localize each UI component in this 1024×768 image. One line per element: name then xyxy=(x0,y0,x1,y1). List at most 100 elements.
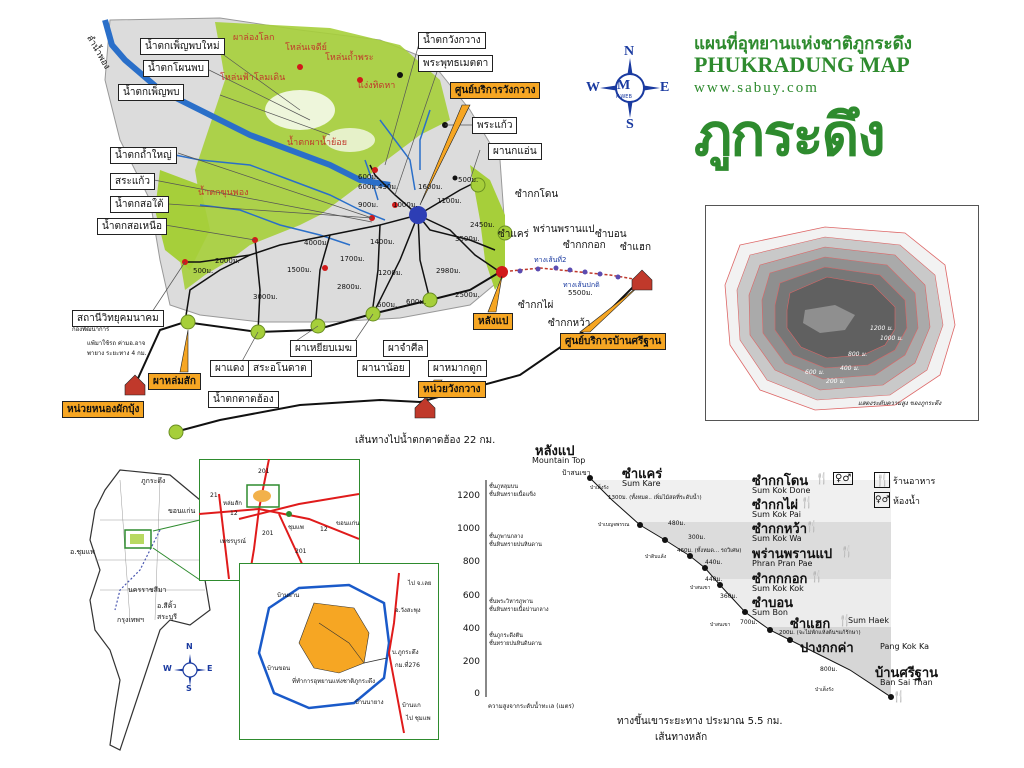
restaurant-icon: 🍴 xyxy=(838,614,852,627)
dist-label: 1500ม. xyxy=(287,266,312,274)
label-waterfall-phon-phob[interactable]: น้ำตกโผนพบ xyxy=(143,60,210,77)
logo-thai: ภูกระดึง xyxy=(694,101,886,169)
y-tick: 200 xyxy=(462,657,480,667)
road-label: 21 xyxy=(210,492,218,499)
ascent-stations xyxy=(517,265,621,280)
band-text: ชั้นทรายปนหินดินดาน xyxy=(489,641,542,647)
label-lang-pae[interactable]: หลังแป xyxy=(473,313,514,330)
label-sam-kare: ซำแคร่ xyxy=(498,229,529,240)
station-houses xyxy=(124,269,653,419)
inset-label: กม.ที่276 xyxy=(395,662,420,669)
label-waterfall-so-tai[interactable]: น้ำตกสอใต้ xyxy=(110,196,169,213)
label-pha-lom-sak[interactable]: ผาหล่มสัก xyxy=(148,373,201,390)
wang-kwang-center xyxy=(409,206,427,224)
zone-label: ป่าสนเขา xyxy=(710,622,731,628)
road-label: 201 xyxy=(262,530,274,537)
contour-label-1000: 1000 ม. xyxy=(880,335,904,342)
profile-caption-2: เส้นทางหลัก xyxy=(655,732,708,743)
label-lon-chedi: โหล่นเจดีย์ xyxy=(285,43,327,53)
station-sum-kok-kok: ซำกกกอก xyxy=(752,572,808,587)
band-text: ชั้นหินทรายเนื้อแข็ง xyxy=(489,492,536,498)
station-sum-kok-pai: ซำกกไผ่ xyxy=(752,498,799,513)
label-radio-station[interactable]: สถานีวิทยุคมนาคม xyxy=(72,310,164,327)
compass-e: E xyxy=(660,80,670,95)
label-sam-kok-wa: ซำกกหว้า xyxy=(548,318,591,329)
loc-label: นครราชสีมา xyxy=(128,586,167,594)
label-pha-yiap-mek[interactable]: ผาเหยียบเมฆ xyxy=(290,340,357,357)
label-waterfall-tat-hong[interactable]: น้ำตกตาดฮ้อง xyxy=(208,391,279,408)
station-sum-kok-done: ซำกกโดน xyxy=(752,474,809,489)
segment-label: 800ม. xyxy=(820,666,838,673)
label-sam-haek: ซำแฮก xyxy=(620,242,652,253)
segment-label: 700ม. xyxy=(740,619,758,626)
label-sa-kaeo[interactable]: สระแก้ว xyxy=(110,173,155,190)
green-patch-left xyxy=(155,170,210,270)
road-label: 201 xyxy=(258,468,270,475)
dist-label: 1400ม. xyxy=(370,238,395,246)
station-sum-haek: ซำแฮก xyxy=(790,617,831,632)
station-phran-pran-pae-en: Phran Pran Pae xyxy=(752,559,813,568)
station-sum-kare-en: Sum Kare xyxy=(622,479,661,488)
contour-label-1200: 1200 ม. xyxy=(870,325,894,332)
label-pha-na-noi[interactable]: ผานาน้อย xyxy=(357,360,410,377)
label-sam-kok-kok: ซำกกกอก xyxy=(563,240,606,251)
dist-label: 1700ม. xyxy=(340,255,365,263)
label-waterfall-so-nuea[interactable]: น้ำตกสอเหนือ xyxy=(97,218,167,235)
label-nong-phak-bung-unit[interactable]: หน่วยหนองผักบุ้ง xyxy=(62,401,145,418)
compass-brand: K-WEB xyxy=(616,94,632,100)
label-pha-jam-sin[interactable]: ผาจำศีล xyxy=(383,340,429,357)
segment-label: 360ม. xyxy=(720,593,738,600)
compass-small-e: E xyxy=(207,664,213,673)
label-waterfall-wang-kwang[interactable]: น้ำตกวังกวาง xyxy=(418,32,486,49)
dist-label: 2980ม. xyxy=(436,267,461,275)
compass-small xyxy=(174,654,206,686)
contour-label-800: 800 ม. xyxy=(848,351,868,358)
segment-label: 200ม. (จะไม่พักแห้งต้นฯแก้รักษา) xyxy=(779,630,861,636)
label-sa-anodat[interactable]: สระอโนดาต xyxy=(248,360,312,377)
lang-pae-point xyxy=(496,266,508,278)
station-mountain-top-en: Mountain Top xyxy=(532,456,586,465)
label-phran-pran-pae: พร่านพรานแป xyxy=(533,224,595,235)
road-map-inset xyxy=(199,459,360,581)
station-pang-kok-ka: ปางกกค่า xyxy=(800,641,854,656)
black-points xyxy=(397,72,458,181)
legend-toilet-icon: ♀♂ xyxy=(874,492,890,508)
road-label: 12 xyxy=(230,510,238,517)
y-axis-label: ความสูงจากระดับน้ำทะเล (เมตร) xyxy=(488,703,575,710)
label-ban-si-than-service-center[interactable]: ศูนย์บริการบ้านศรีฐาน xyxy=(560,333,667,350)
label-wang-kwang-service-center[interactable]: ศูนย์บริการวังกวาง xyxy=(450,82,541,99)
town-label: หล่มสัก xyxy=(223,500,242,507)
label-waterfall-pen-phob[interactable]: น้ำตกเพ็ญพบ xyxy=(118,84,185,101)
website[interactable]: www.sabuy.com xyxy=(694,80,819,96)
loc-label: อ.สีคิ้ว xyxy=(157,602,177,610)
compass-main xyxy=(600,58,660,118)
y-tick: 1200 xyxy=(457,491,480,501)
label-sam-bon: ซำบอน xyxy=(595,229,627,240)
dist-label: 5500ม. xyxy=(568,289,593,297)
label-phra-buddha-metta[interactable]: พระพุทธเมตตา xyxy=(418,55,494,72)
label-pha-mak-duk[interactable]: ผาหมากดูก xyxy=(428,360,487,377)
label-phra-kaeo[interactable]: พระแก้ว xyxy=(472,117,518,134)
y-tick: 600 xyxy=(462,591,480,601)
toilet-icon: ♀♂ xyxy=(833,472,854,485)
thailand-map xyxy=(89,469,211,751)
label-waterfall-pen-phob-new[interactable]: น้ำตกเพ็ญพบใหม่ xyxy=(140,38,225,55)
label-sam-kok-don: ซำกกโดน xyxy=(515,189,559,200)
dist-label: 500ม. xyxy=(193,267,214,275)
label-pha-nok-aen[interactable]: ผานกแอ่น xyxy=(488,143,542,160)
dist-label: 430ม. xyxy=(378,183,399,191)
label-waterfall-tham-yai[interactable]: น้ำตกถ้ำใหญ่ xyxy=(110,147,177,164)
road-map-svg xyxy=(199,459,359,579)
restaurant-icon: 🍴 xyxy=(805,520,819,533)
inset-label: ที่ทำการอุทยานแห่งชาติภูกระดึง xyxy=(292,678,375,685)
legend-restaurant-icon: 🍴 xyxy=(874,472,890,488)
label-wang-kwang-unit[interactable]: หน่วยวังกวาง xyxy=(418,381,486,398)
zone-label: ป่าเต็งรัง xyxy=(590,485,609,491)
segment-label: 440ม. xyxy=(705,559,723,566)
dist-label: 600ม. xyxy=(358,173,379,181)
road-label: 201 xyxy=(295,548,307,555)
radio-sub-label: กองพัฒนาการ xyxy=(72,326,110,333)
y-tick: 400 xyxy=(462,624,480,634)
dist-label: 500ม. xyxy=(458,176,479,184)
